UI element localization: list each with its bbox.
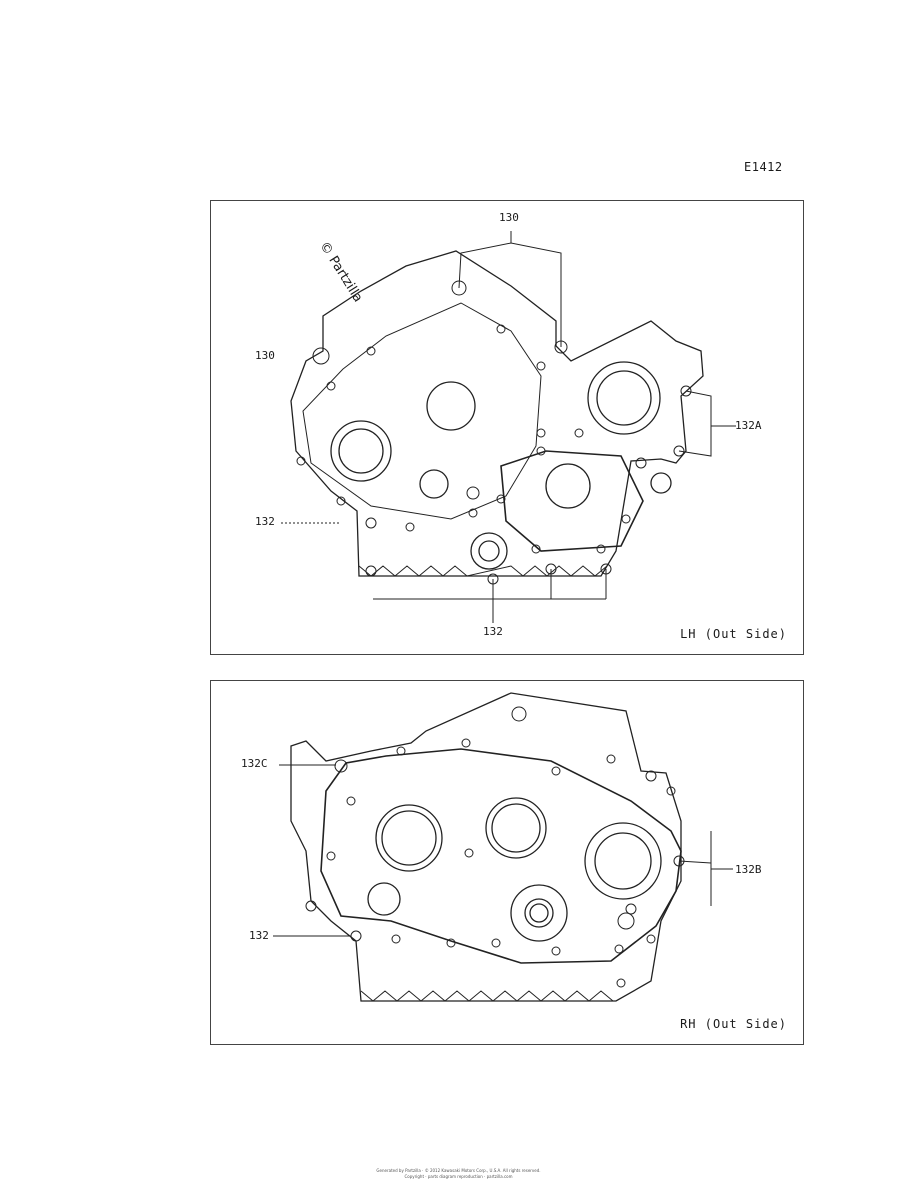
label-132a: 132A	[735, 419, 762, 432]
footer-copyright: Generated by Partzilla · © 2012 Kawasaki…	[0, 1168, 917, 1180]
lh-caption: LH (Out Side)	[680, 627, 787, 641]
rh-crankcase-drawing	[273, 692, 733, 1002]
label-130-left: 130	[255, 349, 275, 362]
label-132-bottom: 132	[483, 625, 503, 638]
footer-line-1: Generated by Partzilla · © 2012 Kawasaki…	[376, 1168, 541, 1173]
lh-crankcase-drawing	[281, 231, 736, 623]
label-132c: 132C	[241, 757, 268, 770]
lh-crankcase-panel: © Partzilla 130 130 132A 132 132 LH (Out…	[210, 200, 804, 655]
footer-line-2: Copyright · parts diagram reproduction ·…	[404, 1174, 513, 1179]
label-132-mid: 132	[255, 515, 275, 528]
label-130-top: 130	[499, 211, 519, 224]
label-132b: 132B	[735, 863, 762, 876]
rh-caption: RH (Out Side)	[680, 1017, 787, 1031]
rh-crankcase-panel: 132C 132B 132 RH (Out Side)	[210, 680, 804, 1045]
label-132-rh: 132	[249, 929, 269, 942]
diagram-code: E1412	[744, 160, 783, 174]
